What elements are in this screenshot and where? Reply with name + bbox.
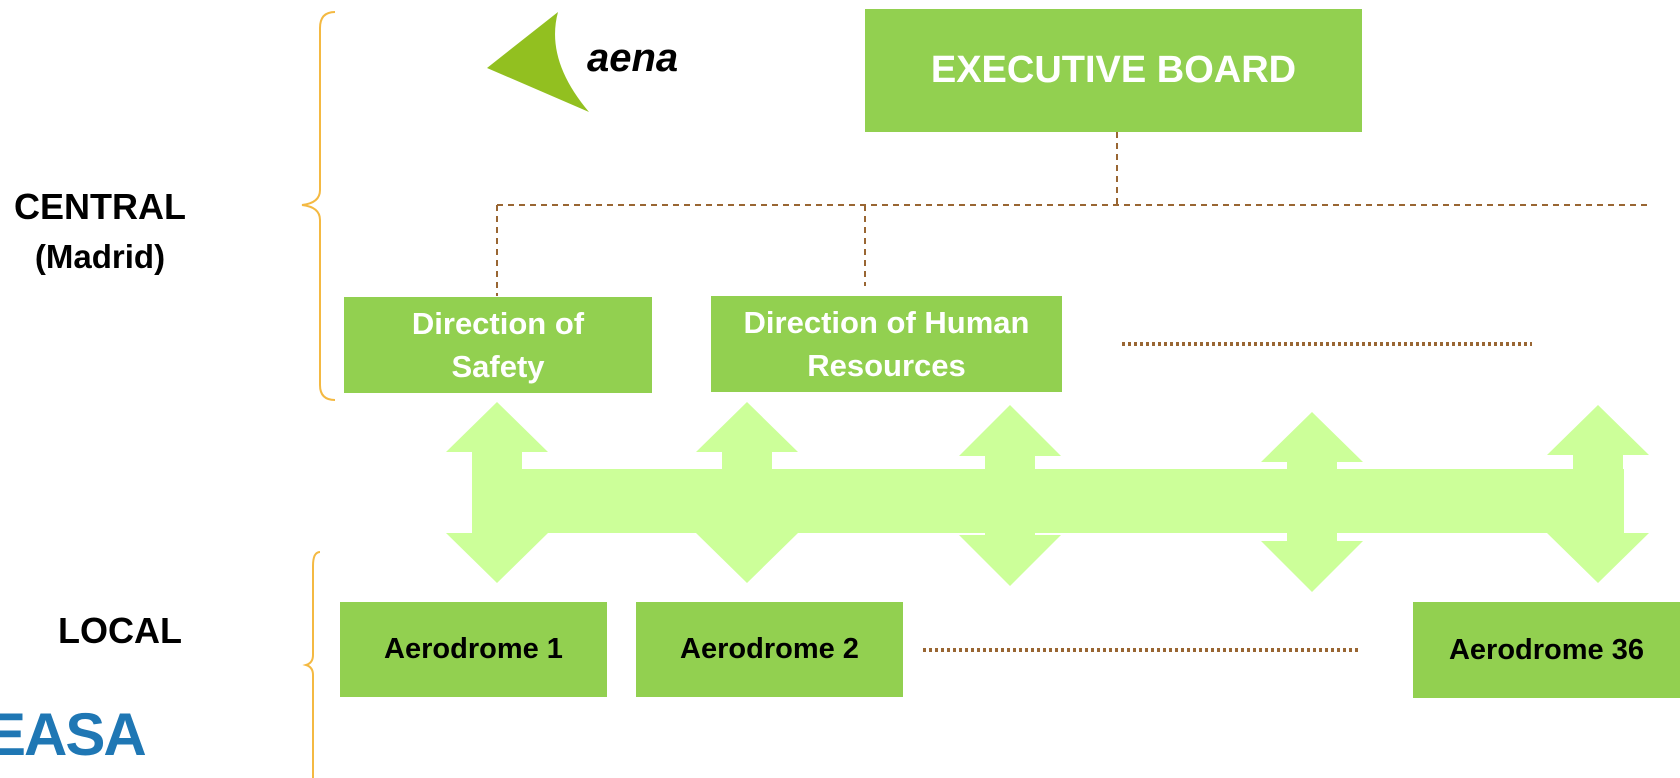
local-level-label: LOCAL (58, 610, 182, 651)
central-bracket (301, 11, 336, 401)
direction-of-safety-line2: Safety (451, 349, 545, 384)
aena-logo-mark (487, 12, 589, 112)
easa-logo: EASA (0, 701, 147, 768)
aena-logo-text: aena (587, 36, 679, 80)
double-arrow-5 (1547, 405, 1649, 583)
central-subtitle: (Madrid) (34, 237, 166, 275)
double-arrow-4 (1261, 412, 1363, 592)
executive-board-label: EXECUTIVE BOARD (930, 49, 1297, 91)
central-level-label: CENTRAL (Madrid) (0, 178, 200, 278)
communication-band (474, 469, 1624, 533)
central-title: CENTRAL (14, 186, 186, 227)
direction-of-hr-line2: Resources (807, 348, 966, 383)
aerodrome-2-label: Aerodrome 2 (680, 633, 859, 665)
direction-of-hr-line1: Direction of Human (743, 304, 1030, 340)
direction-of-hr-box: Direction of Human Resources (711, 296, 1062, 392)
double-arrow-1 (446, 402, 548, 583)
aerodrome-2-box: Aerodrome 2 (636, 602, 903, 697)
direction-of-safety-box: Direction of Safety (344, 297, 652, 393)
aerodrome-1-box: Aerodrome 1 (340, 602, 607, 697)
aerodrome-36-label: Aerodrome 36 (1448, 633, 1644, 666)
local-bracket (302, 551, 321, 778)
aerodrome-1-label: Aerodrome 1 (384, 633, 563, 665)
double-arrow-3 (959, 405, 1061, 586)
double-arrow-2 (696, 402, 798, 583)
executive-board-box: EXECUTIVE BOARD (865, 9, 1362, 132)
aerodrome-36-box: Aerodrome 36 (1413, 602, 1680, 698)
org-connectors (496, 132, 1650, 296)
vertical-double-arrows (446, 402, 1649, 592)
direction-of-safety-line1: Direction of (411, 305, 585, 341)
